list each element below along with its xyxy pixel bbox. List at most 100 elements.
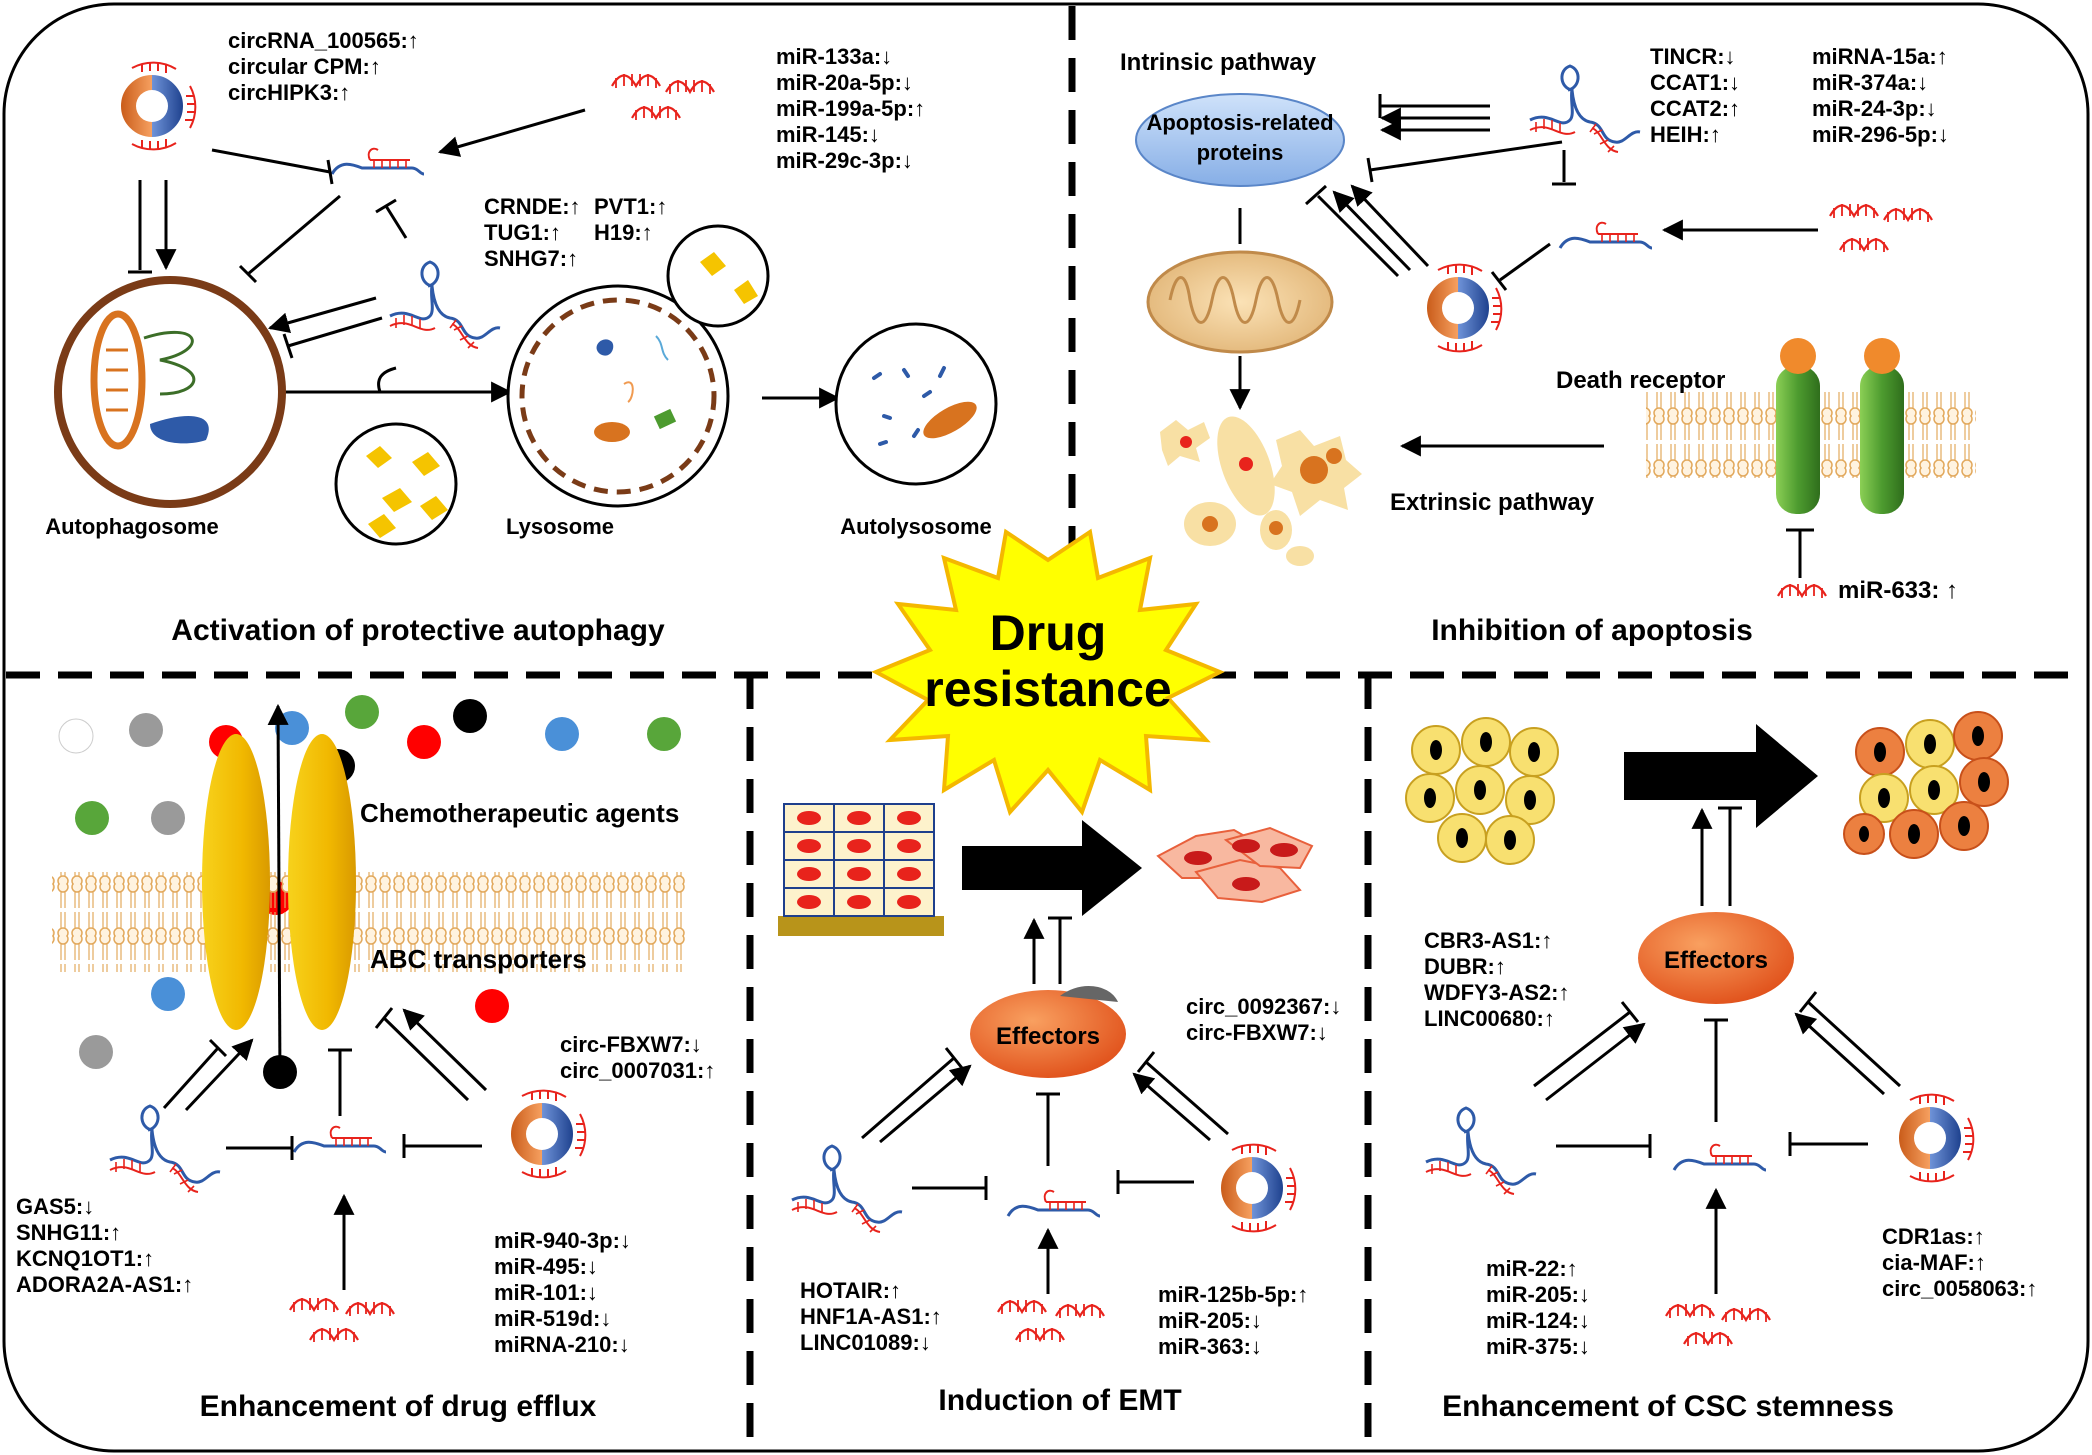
list-item: circular CPM:↑ <box>228 54 381 79</box>
mirna-icon <box>664 78 716 96</box>
proteins-line2: proteins <box>1197 140 1284 165</box>
list-item: SNHG11:↑ <box>16 1220 121 1245</box>
mrna-icon <box>1672 1143 1768 1172</box>
circrna-icon <box>1219 1143 1297 1233</box>
list-item: circ_0007031:↑ <box>560 1058 715 1083</box>
efflux-title: Enhancement of drug efflux <box>200 1390 597 1423</box>
intrinsic-pathway-label: Intrinsic pathway <box>1120 49 1317 76</box>
mesenchymal-cells <box>1156 826 1314 904</box>
normal-cell-cluster <box>1405 717 1559 865</box>
mirna-icon <box>1054 1302 1106 1320</box>
list-item: circ-FBXW7:↓ <box>560 1032 702 1057</box>
list-item: CBR3-AS1:↑ <box>1424 928 1552 953</box>
list-item: TUG1:↑ <box>484 220 561 245</box>
list-item: miR-375:↓ <box>1486 1334 1590 1359</box>
list-item: miRNA-210:↓ <box>494 1332 630 1357</box>
autophagy-circ-list: circRNA_100565:↑ circular CPM:↑ circHIPK… <box>228 28 419 105</box>
list-item: CRNDE:↑ <box>484 194 581 219</box>
csc-connectors <box>1533 806 1902 1294</box>
mitochondrion <box>1146 250 1334 354</box>
emt-mir-list: miR-125b-5p:↑ miR-205:↓ miR-363:↓ <box>1158 1282 1308 1359</box>
epithelial-cells <box>778 803 944 936</box>
lncrna-hairpin-icon <box>388 260 502 350</box>
death-receptor-label: Death receptor <box>1556 367 1725 394</box>
autophagy-panel: circRNA_100565:↑ circular CPM:↑ circHIPK… <box>45 28 998 647</box>
list-item: CCAT2:↑ <box>1650 96 1740 121</box>
list-item: miR-125b-5p:↑ <box>1158 1282 1308 1307</box>
list-item: circRNA_100565:↑ <box>228 28 419 53</box>
efflux-lnc-list: GAS5:↓ SNHG11:↑ KCNQ1OT1:↑ ADORA2A-AS1:↑ <box>16 1194 193 1297</box>
mirna-icon <box>1828 202 1880 220</box>
stage-lysosome-label: Lysosome <box>506 514 614 539</box>
chemotherapeutic-agents-label: Chemotherapeutic agents <box>360 798 679 828</box>
list-item: SNHG7:↑ <box>484 246 578 271</box>
list-item: miR-145:↓ <box>776 122 880 147</box>
list-item: LINC00680:↑ <box>1424 1006 1555 1031</box>
abc-transporters-label: ABC transporters <box>370 944 587 974</box>
effectors-oval <box>1638 912 1794 1004</box>
circrna-icon <box>1897 1093 1975 1183</box>
list-item: KCNQ1OT1:↑ <box>16 1246 154 1271</box>
apoptosis-connectors <box>1229 94 1818 578</box>
apoptotic-cells <box>1160 416 1362 566</box>
lysosome <box>506 224 770 508</box>
apoptosis-lnc-list: TINCR:↓ CCAT1:↓ CCAT2:↑ HEIH:↑ <box>1650 44 1740 147</box>
csc-circ-list: CDR1as:↑ cia-MAF:↑ circ_0058063:↑ <box>1882 1224 2037 1301</box>
mirna-icon <box>1682 1330 1734 1348</box>
csc-title: Enhancement of CSC stemness <box>1442 1390 1894 1423</box>
list-item: HEIH:↑ <box>1650 122 1721 147</box>
autophagy-mir-list: miR-133a:↓ miR-20a-5p:↓ miR-199a-5p:↑ mi… <box>776 44 925 173</box>
apoptosis-title: Inhibition of apoptosis <box>1431 614 1753 647</box>
list-item: circ-FBXW7:↓ <box>1186 1020 1328 1045</box>
mirna-icon <box>1882 206 1934 224</box>
list-item: HOTAIR:↑ <box>800 1278 901 1303</box>
list-item: miR-29c-3p:↓ <box>776 148 913 173</box>
lncrna-hairpin-icon <box>1424 1106 1538 1196</box>
mirna-icon <box>1720 1306 1772 1324</box>
death-receptor <box>1776 338 1904 514</box>
drug-vesicle <box>334 422 458 546</box>
mirna-icon <box>1838 236 1890 254</box>
mirna-icon <box>630 104 682 122</box>
list-item: miR-24-3p:↓ <box>1812 96 1937 121</box>
list-item: miR-495:↓ <box>494 1254 598 1279</box>
burst-shape <box>871 528 1225 817</box>
list-item: miR-22:↑ <box>1486 1256 1578 1281</box>
csc-lnc-list: CBR3-AS1:↑ DUBR:↑ WDFY3-AS2:↑ LINC00680:… <box>1424 928 1569 1031</box>
mirna-icon <box>610 72 662 90</box>
apoptosis-panel: Intrinsic pathway Apoptosis-related prot… <box>1120 44 1976 647</box>
mirna-icon <box>344 1300 396 1318</box>
list-item: miR-20a-5p:↓ <box>776 70 913 95</box>
mrna-icon <box>330 147 426 176</box>
drug-resistance-burst: Drug resistance <box>871 528 1225 817</box>
list-item: circHIPK3:↑ <box>228 80 350 105</box>
list-item: cia-MAF:↑ <box>1882 1250 1986 1275</box>
list-item: CCAT1:↓ <box>1650 70 1740 95</box>
mirna-icon <box>1664 1302 1716 1320</box>
emt-connectors <box>861 916 1229 1294</box>
emt-lnc-list: HOTAIR:↑ HNF1A-AS1:↑ LINC01089:↓ <box>800 1278 942 1355</box>
mirna-icon <box>1776 582 1828 600</box>
list-item: miR-205:↓ <box>1486 1282 1590 1307</box>
mirna-icon <box>308 1326 360 1344</box>
lncrna-hairpin-icon <box>108 1104 222 1194</box>
list-item: miR-133a:↓ <box>776 44 892 69</box>
efflux-connectors <box>162 703 488 1290</box>
list-item: GAS5:↓ <box>16 1194 94 1219</box>
circrna-icon <box>509 1089 587 1179</box>
burst-line2: resistance <box>924 661 1171 717</box>
efflux-mir-list: miR-940-3p:↓ miR-495:↓ miR-101:↓ miR-519… <box>494 1228 631 1357</box>
abc-transporter <box>202 734 356 1030</box>
csc-mir-list: miR-22:↑ miR-205:↓ miR-124:↓ miR-375:↓ <box>1486 1256 1590 1359</box>
list-item: miRNA-15a:↑ <box>1812 44 1948 69</box>
autophagy-title: Activation of protective autophagy <box>171 614 665 647</box>
list-item: WDFY3-AS2:↑ <box>1424 980 1569 1005</box>
csc-effectors-label: Effectors <box>1664 947 1768 974</box>
list-item: PVT1:↑ <box>594 194 667 219</box>
mrna-icon <box>1006 1189 1102 1218</box>
emt-panel: Effectors circ_0092367:↓ circ-FBXW7:↓ HO… <box>778 803 1341 1417</box>
stage-autophagosome-label: Autophagosome <box>45 514 219 539</box>
autophagy-lnc-list: CRNDE:↑ TUG1:↑ SNHG7:↑ PVT1:↑ H19:↑ <box>484 194 667 271</box>
